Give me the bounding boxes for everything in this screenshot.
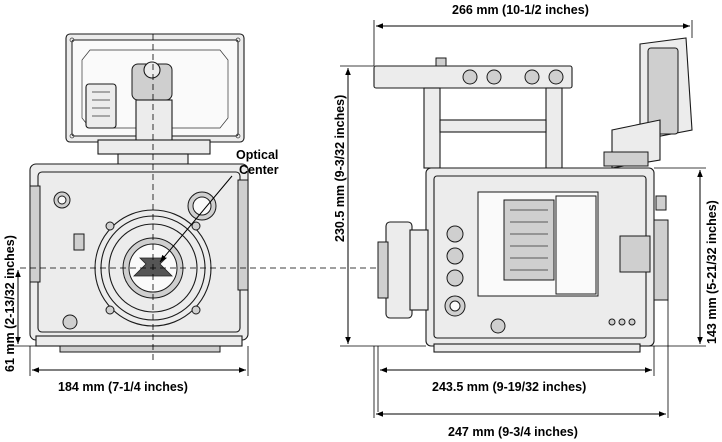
side-view-camera xyxy=(373,37,693,353)
side-right-height-label: 143 mm (5-21/32 inches) xyxy=(705,200,719,344)
side-total-height-label: 230.5 mm (9-3/32 inches) xyxy=(333,95,347,242)
optical-center-label-line1: Optical xyxy=(236,148,278,162)
optical-center-leader xyxy=(159,175,233,263)
front-view-camera xyxy=(29,33,249,353)
side-total-width-label: 247 mm (9-3/4 inches) xyxy=(448,425,578,439)
front-height-label: 61 mm (2-13/32 inches) xyxy=(3,235,17,372)
front-width-label: 184 mm (7-1/4 inches) xyxy=(58,380,188,394)
side-top-width-label: 266 mm (10-1/2 inches) xyxy=(452,3,589,17)
optical-center-label-line2: Center xyxy=(239,163,279,177)
side-body-width-label: 243.5 mm (9-19/32 inches) xyxy=(432,380,586,394)
